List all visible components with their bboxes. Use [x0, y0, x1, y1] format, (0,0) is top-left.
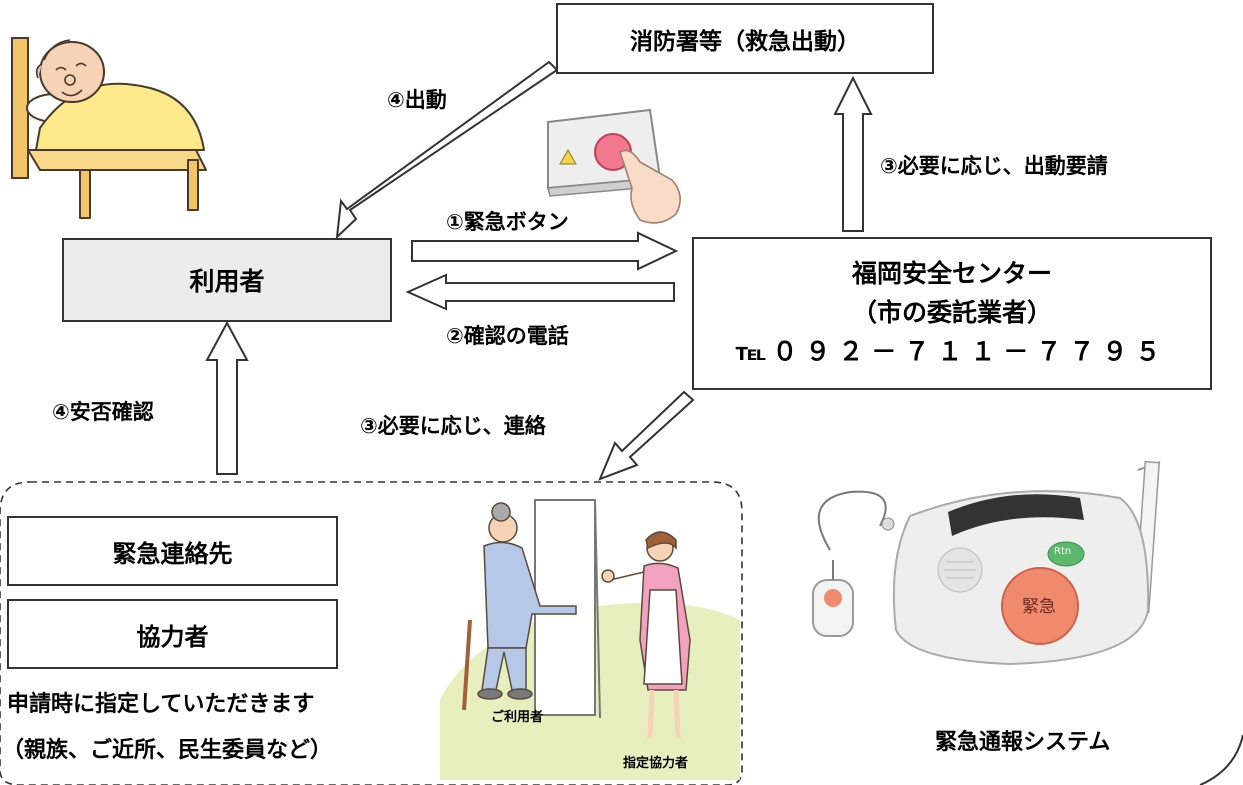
- arrow-request-dispatch: [833, 75, 873, 232]
- phone-number: ０９２－７１１－７７９５: [772, 336, 1169, 366]
- illustration-label-designated: 指定協力者: [623, 756, 689, 771]
- center-subtitle: （市の委託業者）: [851, 298, 1052, 328]
- arrow-dispatch: [335, 60, 559, 240]
- center-name: 福岡安全センター: [851, 259, 1052, 289]
- node-emergency-contact: 緊急連絡先: [7, 516, 338, 586]
- illustration-label-user: ご利用者: [491, 710, 544, 725]
- label-contact-if-needed: ③必要に応じ、連絡: [360, 414, 546, 438]
- device-green-button-label: Rtn: [1054, 546, 1072, 557]
- note-line-2: （親族、ご近所、民生委員など）: [2, 738, 333, 763]
- node-cooperator: 協力者: [7, 599, 338, 669]
- arrow-confirm-call: [405, 273, 675, 311]
- arrow-contact: [598, 390, 695, 481]
- label-safety-check: ④安否確認: [52, 400, 154, 424]
- label-confirm-call: ②確認の電話: [446, 324, 569, 348]
- label-emergency-button: ①緊急ボタン: [446, 210, 569, 234]
- arrow-emergency-button: [411, 231, 679, 271]
- arrow-safety-check: [205, 320, 249, 475]
- node-user: 利用者: [62, 238, 392, 322]
- device-button-label: 緊急: [1022, 597, 1056, 617]
- label-request-dispatch: ③必要に応じ、出動要請: [880, 154, 1108, 178]
- device-caption: 緊急通報システム: [935, 730, 1111, 755]
- corner-curve: [1199, 734, 1243, 785]
- phone-prefix: ℡: [735, 337, 767, 366]
- node-fire-department: 消防署等（救急出動）: [556, 3, 934, 74]
- contact-group-boundary: [0, 481, 743, 785]
- note-line-1: 申請時に指定していただきます: [7, 692, 315, 717]
- label-dispatch: ④出動: [387, 88, 447, 112]
